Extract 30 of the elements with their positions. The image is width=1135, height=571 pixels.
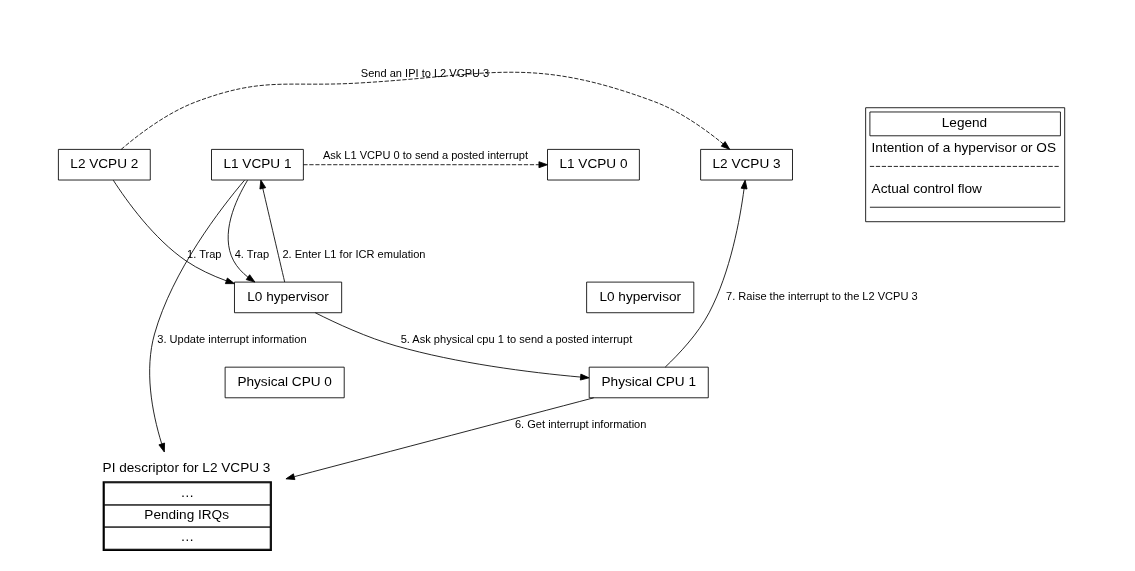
- arrow: [259, 179, 286, 283]
- node-box: Physical CPU 0: [224, 366, 345, 399]
- arrow: [112, 179, 235, 285]
- node-box: L2 VCPU 2: [57, 148, 151, 181]
- edge-label: 4. Trap: [234, 247, 270, 260]
- arrow: [227, 179, 256, 283]
- edge-label: 2. Enter L1 for ICR emulation: [282, 247, 426, 260]
- legend-label: Actual control flow: [871, 180, 982, 196]
- label: Legend: [941, 115, 988, 131]
- arrow: [664, 179, 748, 368]
- arrow: [285, 397, 595, 480]
- node-box: L1 VCPU 0: [547, 148, 640, 181]
- node-box: L1 VCPU 1: [211, 148, 304, 181]
- node-label: PI descriptor for L2 VCPU 3: [102, 459, 271, 475]
- arrow: [149, 179, 245, 453]
- edge-label: Ask L1 VCPU 0 to send a posted interrupt: [322, 149, 528, 162]
- edge-label: 7. Raise the interrupt to the L2 VCPU 3: [726, 290, 918, 303]
- edge-label: 6. Get interrupt information: [514, 417, 647, 430]
- edge-label: 3. Update interrupt information: [157, 332, 307, 345]
- node-box: Physical CPU 1: [588, 366, 709, 399]
- node-box: L2 VCPU 3: [700, 148, 793, 181]
- node-box: L0 hypervisor: [234, 281, 343, 314]
- node-box: L0 hypervisor: [586, 281, 695, 314]
- arrow: [314, 312, 590, 381]
- legend-label: Intention of a hypervisor or OS: [871, 139, 1056, 155]
- edge-label: 5. Ask physical cpu 1 to send a posted interrupt: [400, 332, 633, 345]
- arrow: [303, 161, 548, 169]
- edge-label: 1. Trap: [187, 247, 222, 260]
- arrow: [120, 71, 731, 150]
- edge-label: Send an IPI to L2 VCPU 3: [360, 67, 490, 80]
